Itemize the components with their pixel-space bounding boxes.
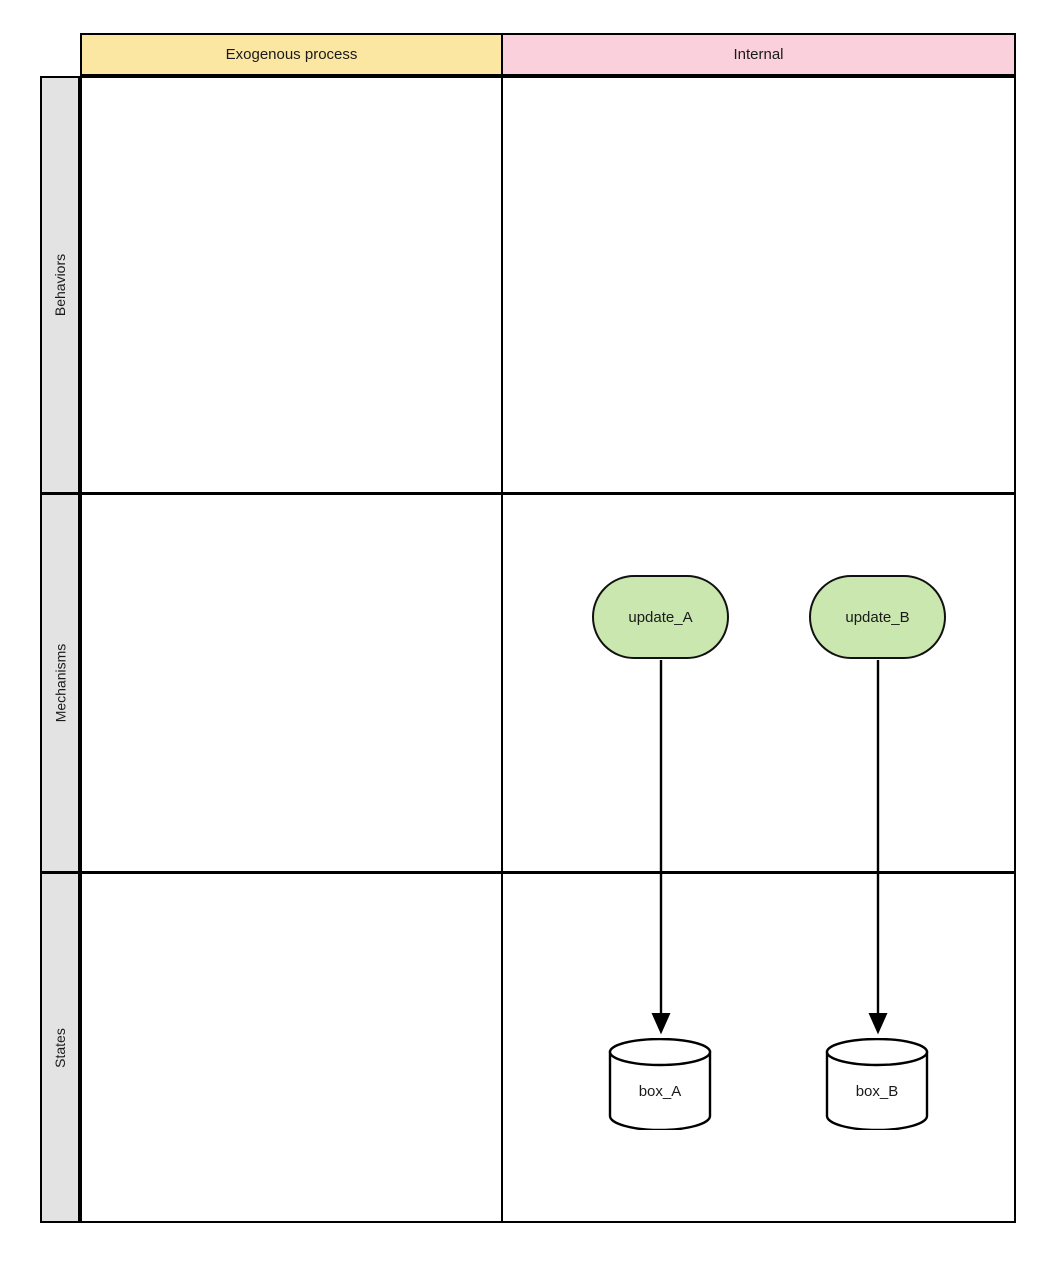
node-update-a[interactable]: update_A	[592, 575, 729, 659]
column-header-exogenous-process-label: Exogenous process	[225, 46, 358, 63]
cell-mechanisms-internal	[502, 494, 1016, 873]
matrix-body: Behaviors Mechanisms States	[40, 76, 1016, 1223]
cylinder-icon	[825, 1038, 929, 1130]
node-update-b[interactable]: update_B	[809, 575, 946, 659]
column-header-row: Exogenous process Internal	[80, 33, 1016, 76]
column-header-internal-label: Internal	[733, 46, 784, 63]
node-update-b-label: update_B	[845, 608, 910, 626]
cell-states-internal	[502, 873, 1016, 1223]
row-label-mechanisms: Mechanisms	[40, 494, 80, 873]
node-update-a-label: update_A	[628, 608, 693, 626]
cell-states-exogenous	[80, 873, 502, 1223]
cell-mechanisms-exogenous	[80, 494, 502, 873]
column-header-exogenous-process: Exogenous process	[80, 33, 502, 76]
row-label-mechanisms-text: Mechanisms	[52, 643, 68, 723]
cylinder-icon	[608, 1038, 712, 1130]
cell-behaviors-exogenous	[80, 76, 502, 494]
matrix-cells	[80, 76, 1016, 1223]
row-label-gutter: Behaviors Mechanisms States	[40, 76, 80, 1223]
node-box-b[interactable]: box_B	[824, 1038, 930, 1130]
cell-behaviors-internal	[502, 76, 1016, 494]
node-box-a[interactable]: box_A	[607, 1038, 713, 1130]
row-label-behaviors-text: Behaviors	[52, 253, 69, 317]
row-label-states: States	[40, 873, 80, 1223]
column-header-internal: Internal	[502, 33, 1016, 76]
row-label-behaviors: Behaviors	[40, 76, 80, 494]
row-label-states-text: States	[52, 1027, 69, 1068]
matrix-grid: Exogenous process Internal Behaviors Mec…	[40, 33, 1016, 1223]
